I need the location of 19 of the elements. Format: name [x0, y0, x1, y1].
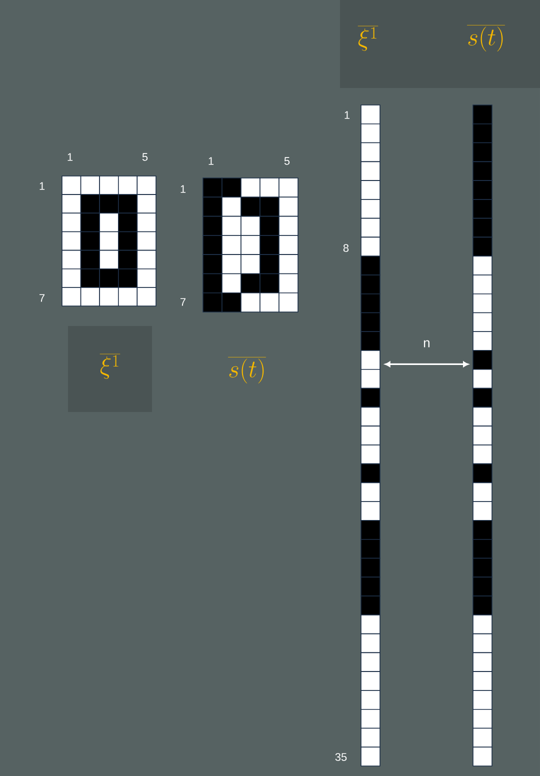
math-label: $\overline{s(t)}$	[467, 25, 505, 52]
index-number: 7	[40, 294, 44, 302]
pixel-strip	[360, 104, 380, 766]
math-label: $\overline{\xi^1}$	[100, 354, 120, 379]
double-arrow	[384, 361, 468, 367]
index-number: 35	[335, 753, 347, 761]
index-number: 1	[180, 185, 186, 193]
index-number: 1	[208, 157, 214, 165]
index-number: 1	[344, 111, 350, 119]
edge-label: n	[424, 340, 430, 348]
index-number: 1	[40, 182, 45, 190]
index-number: 7	[180, 298, 186, 306]
index-number: 5	[142, 153, 148, 161]
math-label: $\overline{s(t)}$	[228, 357, 266, 384]
pixel-strip	[472, 104, 492, 766]
index-number: 1	[68, 153, 73, 161]
math-label: $\overline{\xi^1}$	[358, 26, 378, 51]
index-number: 5	[284, 157, 290, 165]
index-number: 8	[343, 244, 349, 252]
